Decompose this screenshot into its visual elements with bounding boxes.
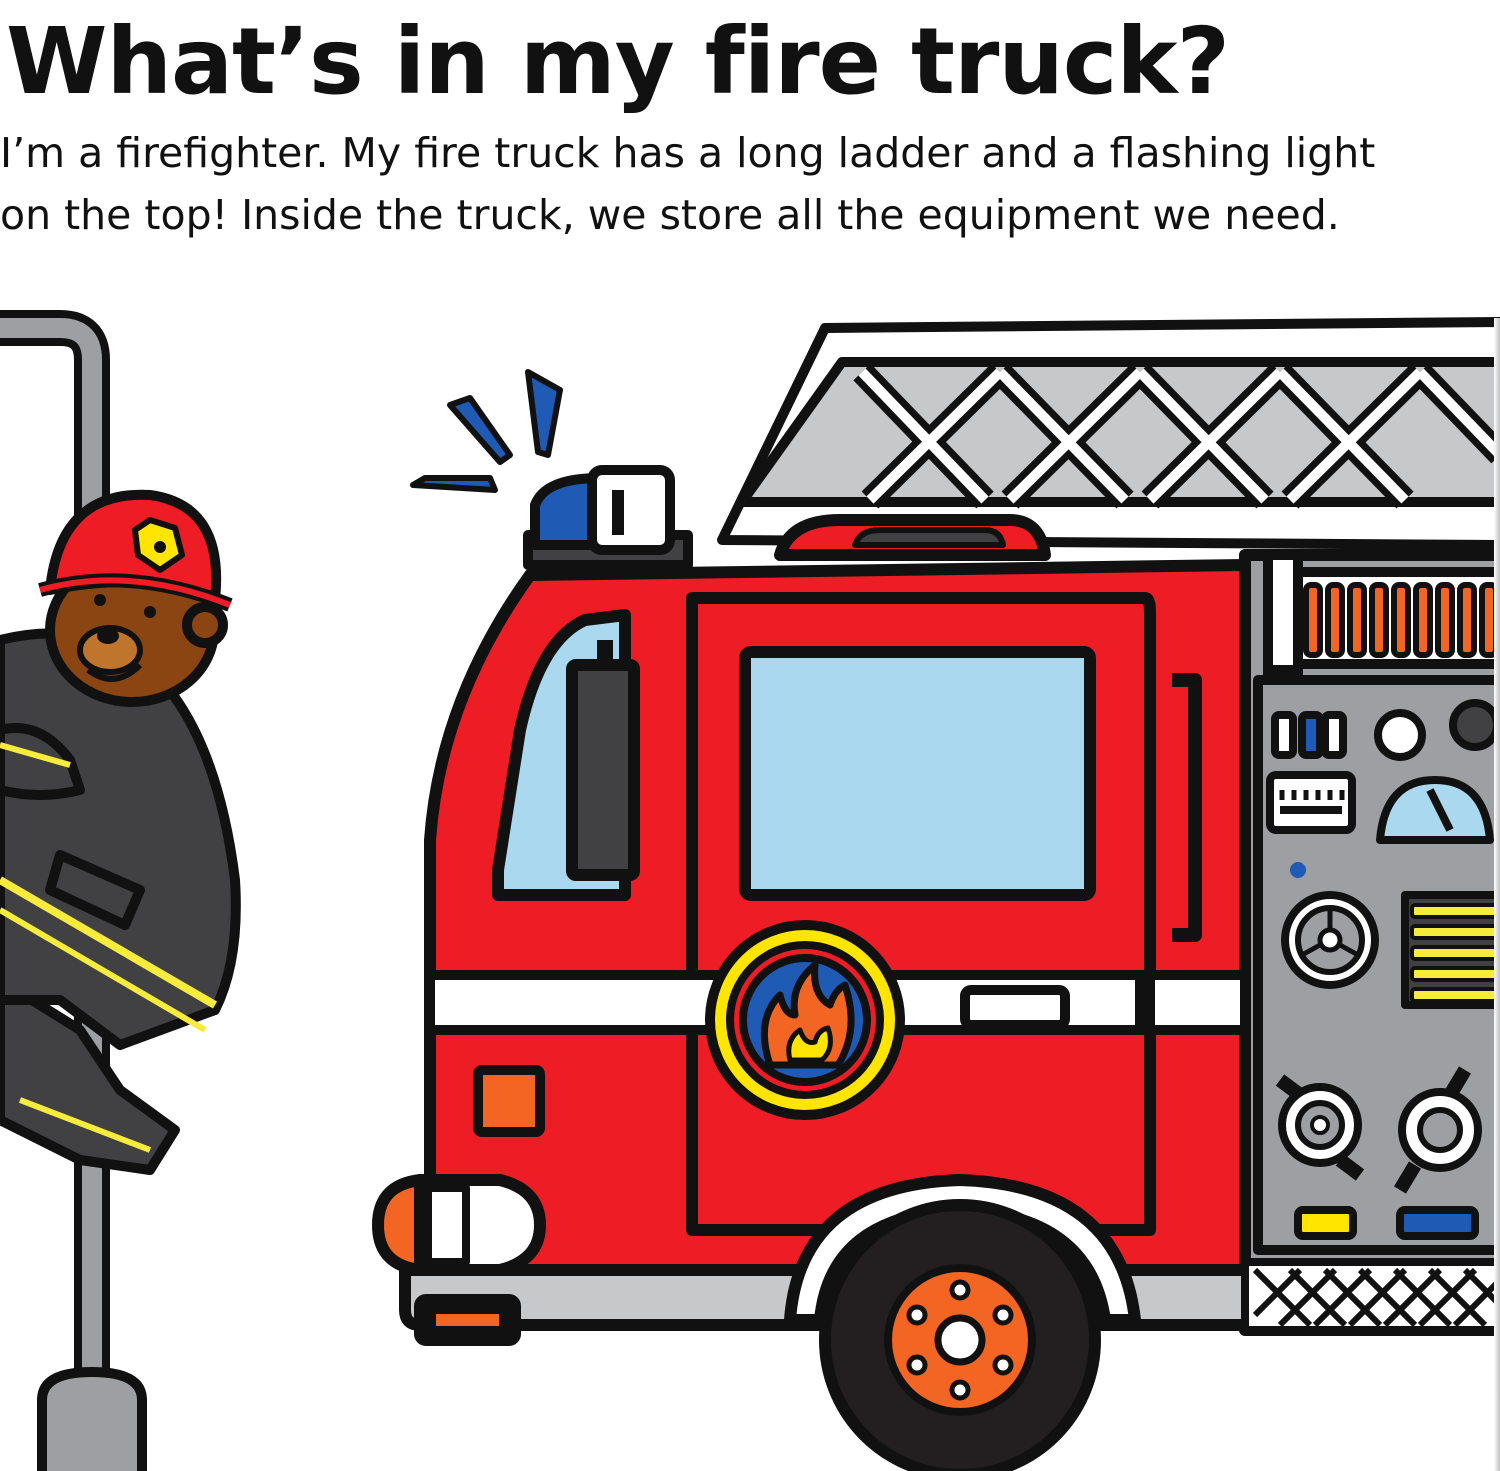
marker-lights <box>473 1065 545 1137</box>
bear-firefighter <box>0 489 241 1175</box>
intro-line-2: on the top! Inside the truck, we store a… <box>0 191 1340 239</box>
cab-door <box>686 592 1202 1236</box>
page-title: What’s in my fire truck? <box>6 8 1230 115</box>
flash-lines <box>410 369 563 493</box>
page-edge <box>1494 318 1500 1471</box>
fire-pole <box>0 310 147 1471</box>
ladder <box>717 317 1500 550</box>
intro-paragraph: I’m a firefighter. My fire truck has a l… <box>0 122 1420 246</box>
side-window <box>492 609 640 901</box>
headlight <box>372 1174 546 1276</box>
fire-emblem <box>705 920 905 1120</box>
hose-reel <box>1263 550 1500 675</box>
control-panel <box>1241 675 1500 1334</box>
flashing-light <box>523 465 693 570</box>
intro-line-1: I’m a firefighter. My fire truck has a l… <box>0 129 1376 177</box>
truck-wheel <box>784 1174 1141 1471</box>
